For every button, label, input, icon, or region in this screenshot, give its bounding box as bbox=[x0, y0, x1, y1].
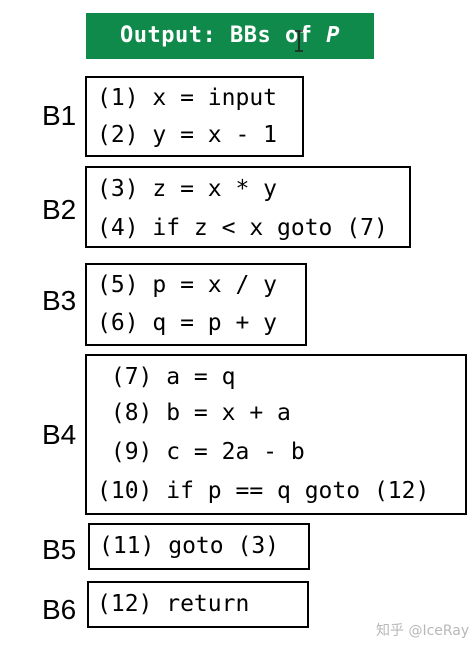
output-title-p: P bbox=[326, 23, 340, 48]
basic-block-b5 bbox=[88, 523, 310, 570]
output-title-prefix: Output: BBs of bbox=[120, 23, 327, 48]
instruction-line: (6) q = p + y bbox=[97, 310, 278, 336]
watermark-text: 知乎 @IceRay bbox=[376, 623, 470, 639]
instruction-line: (10) if p == q goto (12) bbox=[97, 478, 430, 504]
basic-block-b1 bbox=[85, 76, 304, 157]
instruction-line: (1) x = input bbox=[97, 85, 278, 111]
basic-block-b6 bbox=[87, 581, 309, 628]
block-label-b1: B1 bbox=[42, 100, 77, 131]
block-label-b5: B5 bbox=[42, 534, 77, 565]
instruction-line: (7) a = q bbox=[97, 364, 236, 390]
instruction-line: (5) p = x / y bbox=[97, 272, 278, 298]
block-label-b4: B4 bbox=[42, 419, 77, 450]
instruction-line: (8) b = x + a bbox=[97, 400, 291, 426]
basic-block-b4 bbox=[85, 354, 467, 515]
instruction-line: (12) return bbox=[97, 591, 250, 617]
block-label-b2: B2 bbox=[42, 194, 77, 225]
instruction-line: (4) if z < x goto (7) bbox=[97, 215, 388, 241]
instruction-line: (9) c = 2a - b bbox=[97, 439, 305, 465]
instruction-line: (11) goto (3) bbox=[99, 533, 280, 559]
basic-block-b2 bbox=[85, 166, 411, 248]
output-title-banner: Output: BBs of P bbox=[86, 13, 374, 59]
block-label-b6: B6 bbox=[42, 594, 77, 625]
text-cursor-icon bbox=[295, 30, 303, 52]
block-label-b3: B3 bbox=[42, 285, 77, 316]
instruction-line: (2) y = x - 1 bbox=[97, 122, 278, 148]
instruction-line: (3) z = x * y bbox=[97, 176, 278, 202]
basic-block-b3 bbox=[85, 263, 307, 346]
